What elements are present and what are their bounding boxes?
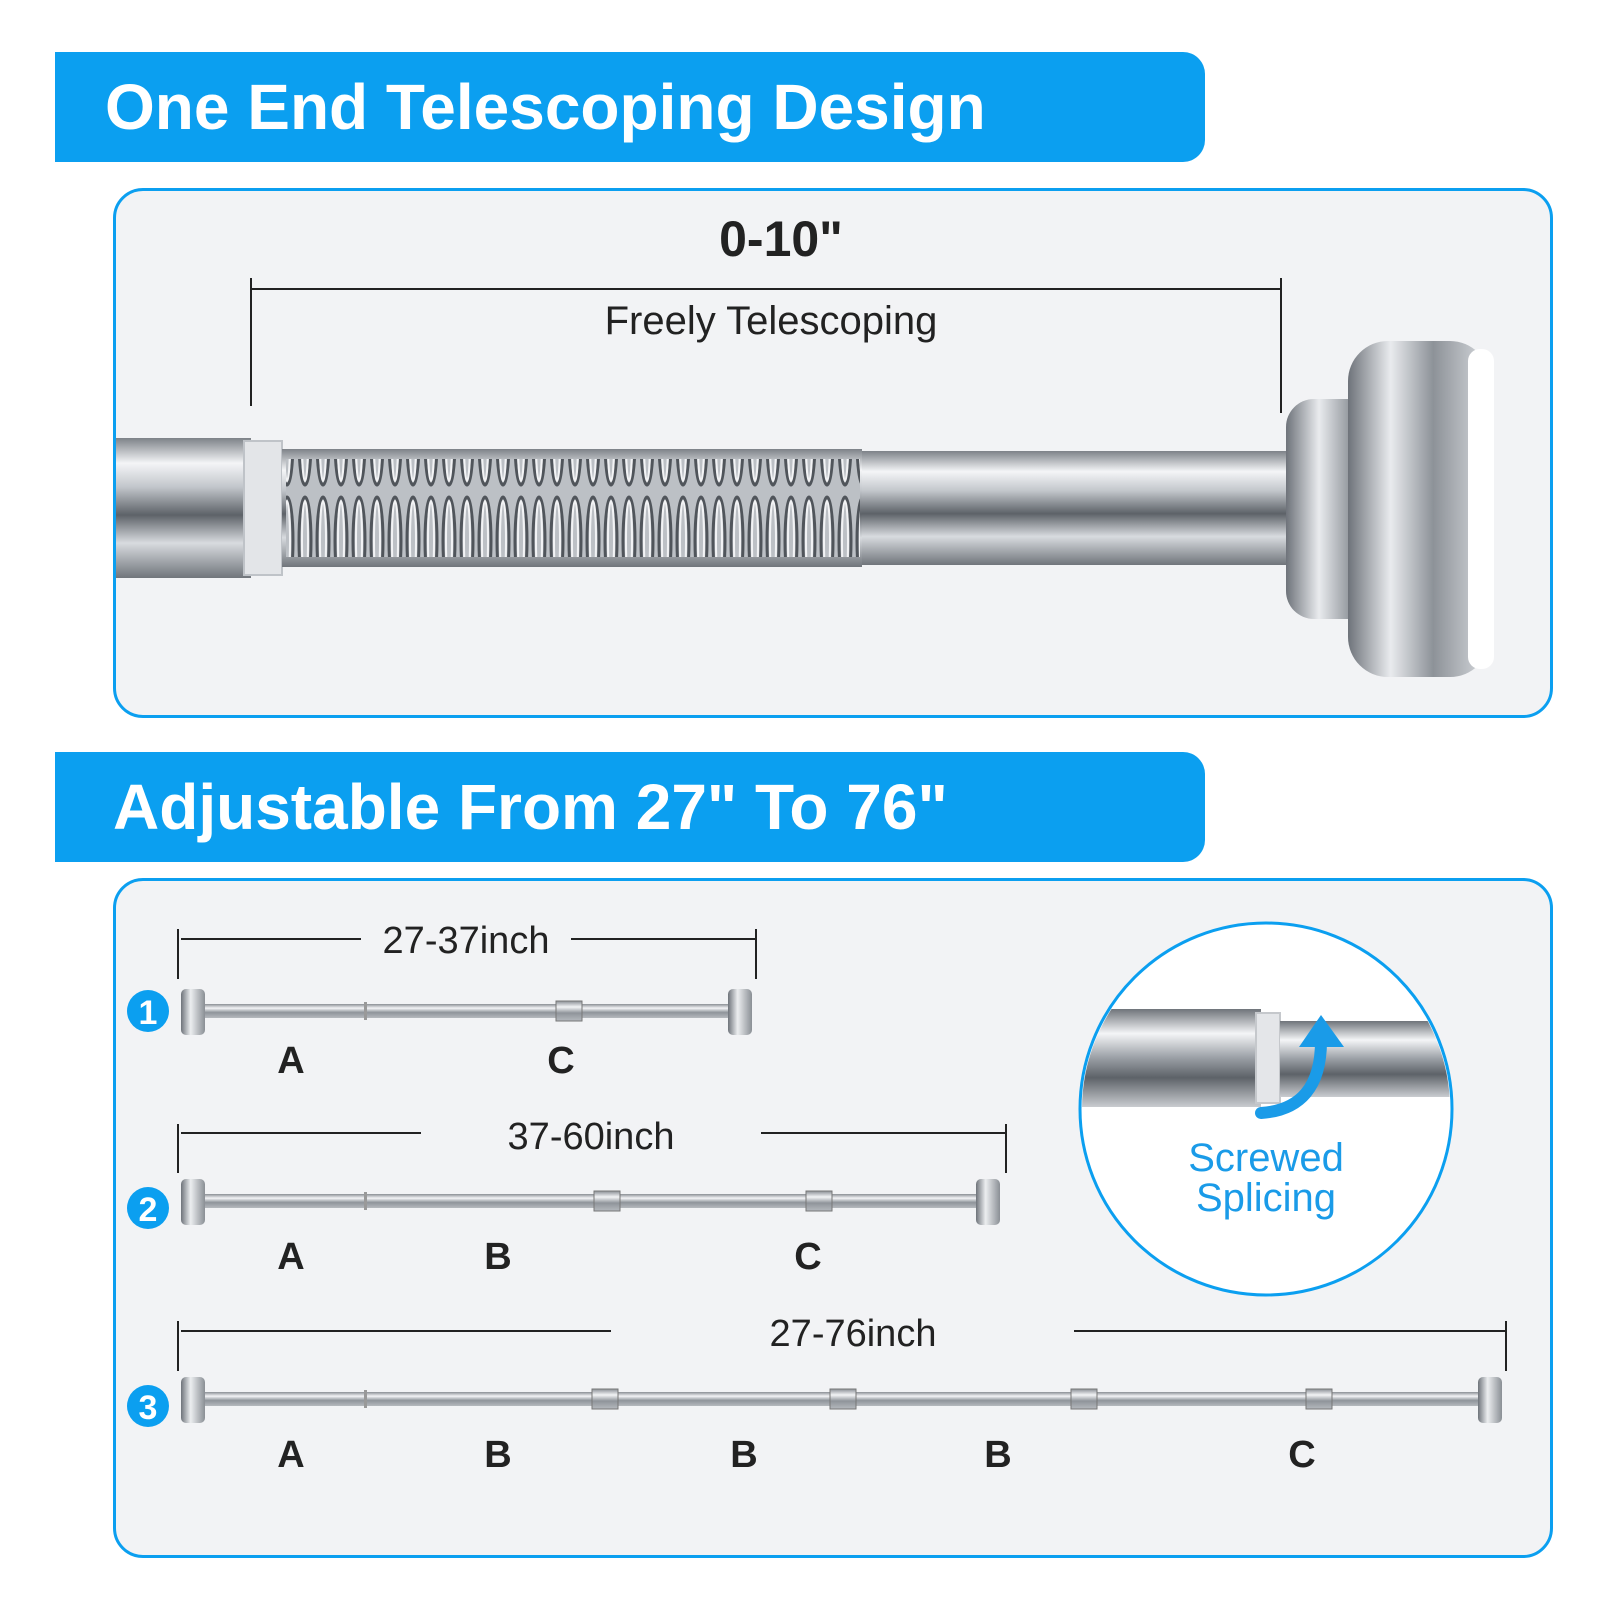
telescoping-range: 0-10" — [719, 211, 843, 267]
spring-coil — [286, 459, 860, 557]
screwed-splicing-callout: Screwed Splicing — [1078, 921, 1454, 1297]
segment-label: B — [484, 1236, 511, 1278]
config-1: 27-37inch 1 A C — [127, 920, 757, 1082]
rod-3 — [181, 1377, 1502, 1423]
rod-2 — [181, 1179, 1000, 1225]
banner-telescoping-design: One End Telescoping Design — [55, 52, 1205, 162]
callout-line-2: Splicing — [1196, 1176, 1336, 1220]
segment-label: A — [277, 1236, 304, 1278]
curved-up-arrow-icon — [1255, 1015, 1344, 1119]
dimension-line-telescoping — [250, 278, 1282, 413]
adjustable-illustration: 27-37inch 1 A C 37-60inch 2 — [127, 920, 1507, 1476]
telescoping-illustration: 0-10" Freely Telescoping — [116, 211, 1494, 677]
config-length: 27-37inch — [383, 920, 550, 962]
banner-title: One End Telescoping Design — [105, 71, 986, 143]
step-number: 2 — [139, 1191, 158, 1229]
segment-label: B — [730, 1434, 757, 1476]
callout-line-1: Screwed — [1188, 1136, 1344, 1180]
config-3: 27-76inch 3 A B B B C — [127, 1313, 1507, 1476]
step-3-badge — [127, 1385, 169, 1427]
segment-label: A — [277, 1040, 304, 1082]
banner-title: Adjustable From 27" To 76" — [113, 771, 948, 843]
adjustable-panel: 27-37inch 1 A C 37-60inch 2 — [113, 878, 1553, 1558]
segment-label: B — [484, 1434, 511, 1476]
config-length: 37-60inch — [508, 1116, 675, 1158]
segment-label: B — [984, 1434, 1011, 1476]
rod-1 — [181, 989, 752, 1035]
segment-label: C — [1288, 1434, 1315, 1476]
config-length: 27-76inch — [770, 1313, 937, 1355]
segment-label: C — [547, 1040, 574, 1082]
telescoping-caption: Freely Telescoping — [605, 299, 938, 343]
segment-label: A — [277, 1434, 304, 1476]
step-1-badge — [127, 990, 169, 1032]
step-2-badge — [127, 1187, 169, 1229]
step-number: 1 — [139, 994, 158, 1032]
segment-label: C — [794, 1236, 821, 1278]
config-2: 37-60inch 2 A B C — [127, 1116, 1007, 1278]
end-cap — [1348, 341, 1490, 677]
telescoping-panel: 0-10" Freely Telescoping — [113, 188, 1553, 718]
step-number: 3 — [139, 1389, 158, 1427]
banner-adjustable-length: Adjustable From 27" To 76" — [55, 752, 1205, 862]
rod-illustration — [116, 341, 1494, 677]
